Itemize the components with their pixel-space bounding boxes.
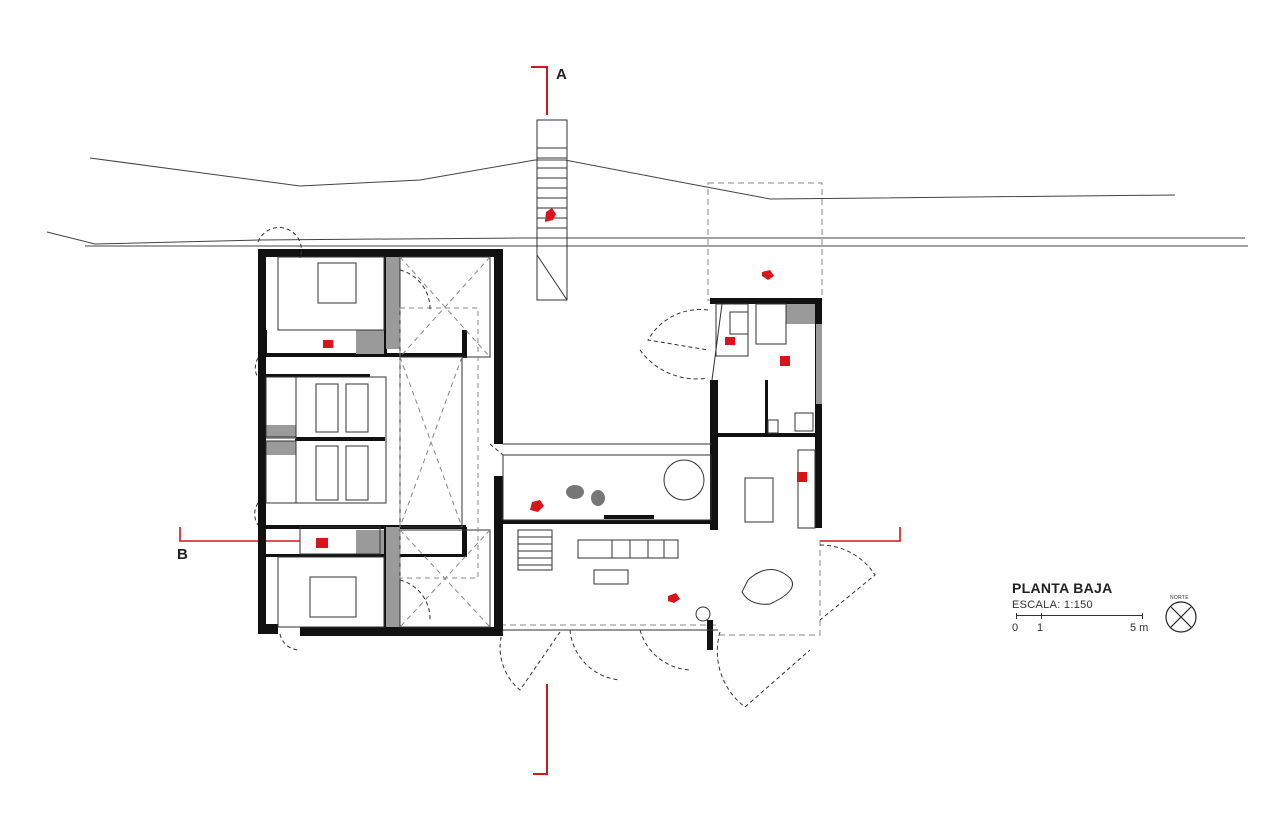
plan-scale: ESCALA: 1:150 (1012, 599, 1093, 611)
section-label-b: B (177, 546, 188, 563)
scale-tick-5 (1142, 613, 1143, 619)
terrain-lines (46, 157, 1248, 247)
scale-label-5: 5 m (1130, 622, 1149, 634)
plants (566, 485, 605, 506)
section-line-a (531, 66, 548, 775)
scale-tick-0 (1016, 613, 1017, 619)
terrace-outline (500, 182, 823, 636)
scale-bar-line (1016, 615, 1142, 616)
door-swings (254, 227, 876, 708)
scale-label-1: 1 (1037, 622, 1044, 634)
gray-fills (266, 257, 822, 627)
north-arrow-icon (1165, 601, 1197, 633)
section-label-a: A (556, 66, 567, 83)
room-outlines (265, 256, 816, 631)
north-indicator: NORTE (1164, 595, 1198, 632)
plan-legend: PLANTA BAJA ESCALA: 1:150 0 1 5 m (1012, 580, 1182, 634)
person-icon (316, 208, 807, 603)
walls (258, 249, 822, 650)
plan-title: PLANTA BAJA (1012, 580, 1113, 596)
exterior-stair (536, 119, 568, 301)
scale-tick-1 (1041, 613, 1042, 619)
scale-bar: 0 1 5 m (1012, 613, 1182, 634)
scale-label-0: 0 (1012, 622, 1019, 634)
section-line-b (179, 527, 901, 542)
north-label: NORTE (1170, 595, 1189, 601)
void-lines (399, 256, 491, 628)
